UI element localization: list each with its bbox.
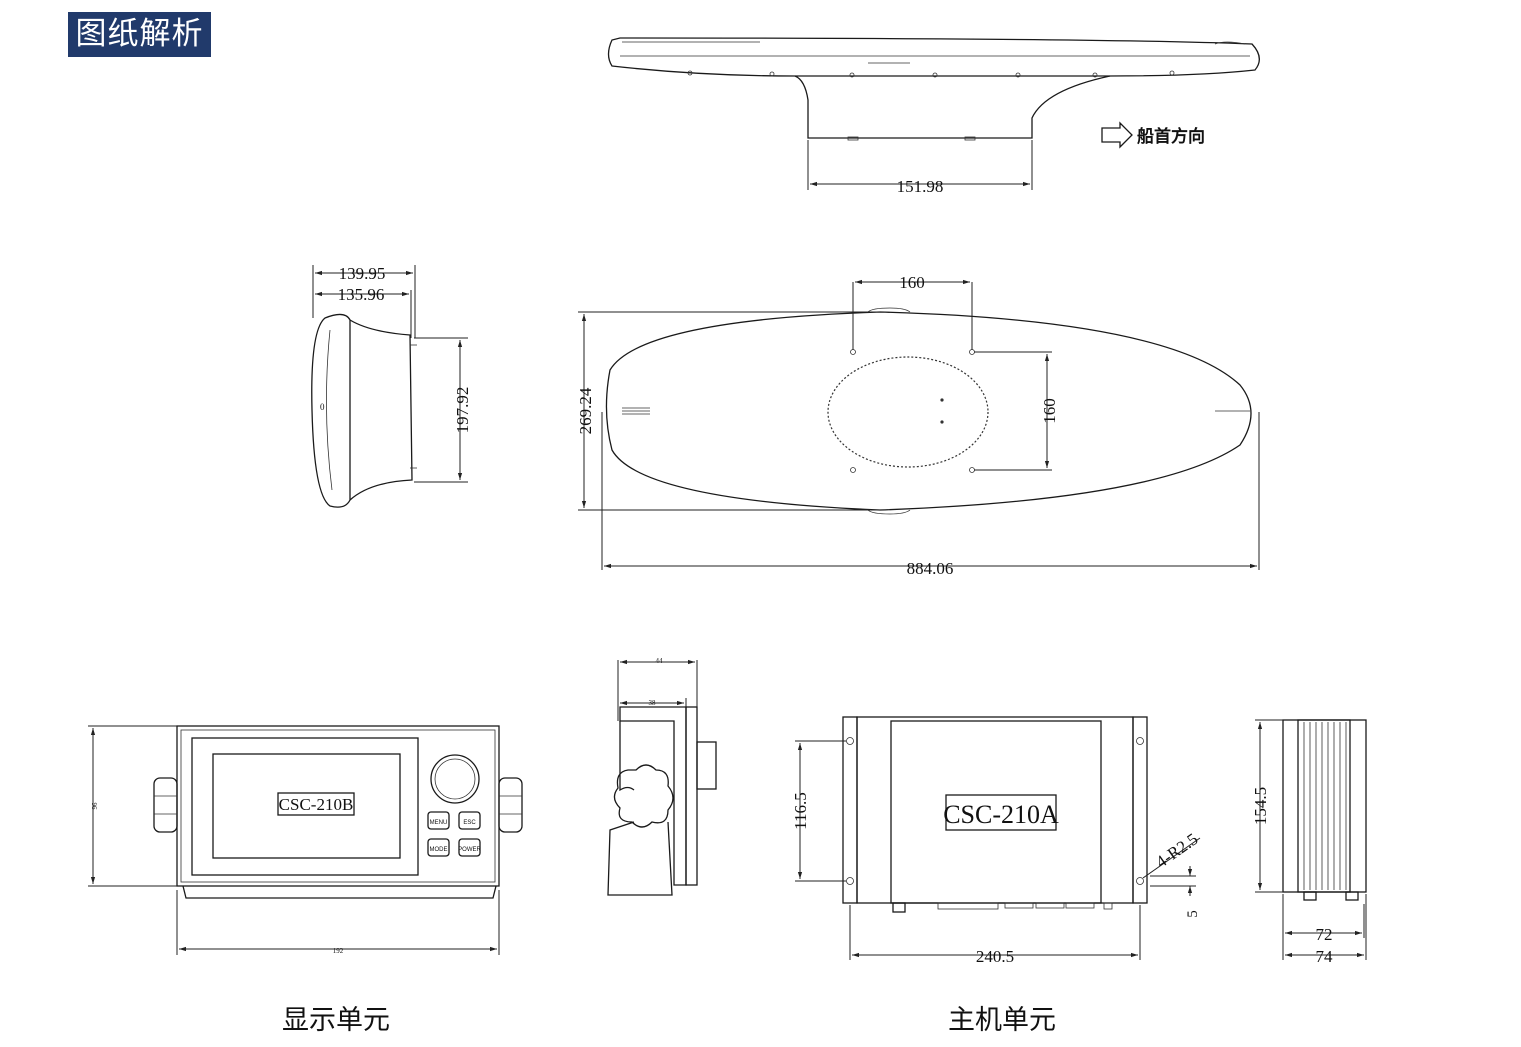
main-height-dim: 154.5 — [1251, 787, 1270, 825]
antenna-end-view: 0 139.95 135.96 197.92 — [311, 264, 472, 508]
antenna-side-view: 151.98 船首方向 — [607, 37, 1260, 196]
display-width-dim: 192 — [333, 947, 344, 955]
antenna-top-view: 160 160 269.24 884.06 — [576, 273, 1260, 578]
main-unit-caption: 主机单元 — [948, 1005, 1056, 1036]
display-unit-front: CSC-210B MENU ESC MODE POWER 96 192 — [88, 725, 523, 955]
base-width-dim: 151.98 — [897, 177, 944, 196]
hole-spacing-x-dim: 160 — [899, 273, 925, 292]
menu-button-label: MENU — [430, 820, 448, 826]
svg-text:0: 0 — [320, 402, 325, 412]
main-depth-inner-dim: 72 — [1316, 925, 1333, 944]
length-dim: 884.06 — [907, 559, 954, 578]
display-depth-outer-dim: 44 — [656, 657, 664, 665]
main-unit-front: CSC-210A 116.5 4-R2.5 5 240.5 — [791, 716, 1201, 966]
mode-button-label: MODE — [430, 847, 448, 853]
main-width-dim: 240.5 — [976, 947, 1014, 966]
display-unit-caption: 显示单元 — [282, 1005, 390, 1036]
bow-direction-label: 船首方向 — [1137, 126, 1205, 146]
main-depth-outer-dim: 74 — [1316, 947, 1334, 966]
display-depth-inner-dim: 38 — [649, 699, 657, 707]
display-unit-side: 44 38 — [607, 657, 717, 896]
hole-spacing-y-dim: 160 — [1040, 398, 1059, 424]
esc-button-label: ESC — [463, 820, 476, 826]
side-height-dim: 197.92 — [453, 387, 472, 434]
display-height-dim: 96 — [91, 802, 99, 810]
display-model-label: CSC-210B — [279, 795, 354, 814]
bow-arrow-icon — [1101, 121, 1133, 149]
main-hole-spacing-dim: 116.5 — [791, 792, 810, 830]
main-model-label: CSC-210A — [943, 800, 1059, 829]
main-holes-dim: 4-R2.5 — [1152, 829, 1201, 871]
main-hole-offset-dim: 5 — [1185, 910, 1201, 918]
side-outer-dim: 139.95 — [339, 264, 386, 283]
main-unit-side: 154.5 72 74 — [1251, 719, 1367, 966]
width-dim: 269.24 — [576, 387, 595, 434]
power-button-label: POWER — [458, 847, 481, 853]
page-title: 图纸解析 — [68, 12, 211, 57]
side-inner-dim: 135.96 — [338, 285, 385, 304]
